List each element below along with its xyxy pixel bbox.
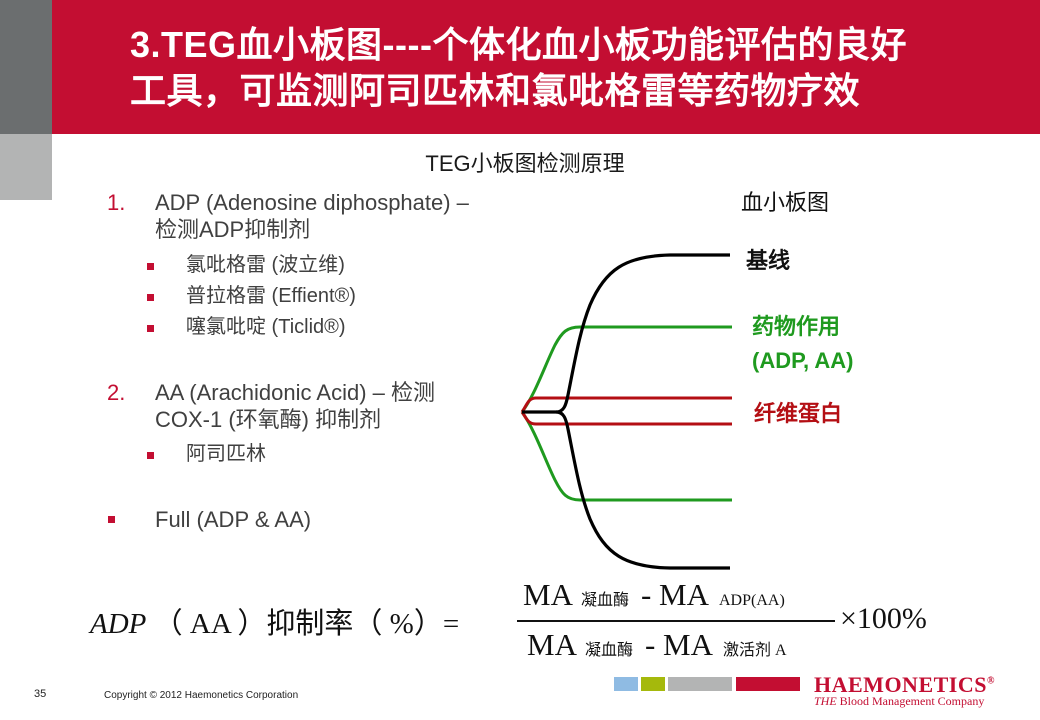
sub-item-prasugrel: 普拉格雷 (Effient®) — [186, 285, 356, 307]
drug-effect-curve — [520, 325, 732, 413]
bullet-square-icon — [147, 452, 154, 459]
bullet-square-icon — [147, 263, 154, 270]
label-drug-effect-line2: (ADP, AA) — [752, 348, 854, 373]
baseline-curve-lower — [555, 410, 730, 570]
bullet-square-icon — [108, 516, 115, 523]
label-fibrin: 纤维蛋白 — [754, 401, 843, 426]
formula-denominator: MA 凝血酶 - MA 激活剂 A — [527, 627, 787, 663]
baseline-curve — [522, 253, 730, 414]
formula-lhs-adp: ADP — [90, 608, 147, 640]
formula-den-sub2: 激活剂 A — [723, 642, 787, 659]
company-logo-name: HAEMONETICS® — [814, 672, 995, 698]
logo-bar-blue — [614, 677, 638, 691]
label-drug-effect-line1: 药物作用 — [752, 314, 841, 339]
logo-bar-gray — [668, 677, 732, 691]
fibrin-curve — [520, 396, 732, 413]
drug-effect-curve-lower — [520, 411, 732, 502]
title-band — [52, 0, 1040, 134]
list-number-1: 1. — [107, 190, 126, 215]
formula-lhs: ADP （ AA ）抑制率（ %）= — [90, 600, 459, 642]
tagline-rest: Blood Management Company — [836, 694, 985, 708]
list-item-2-line2: COX-1 (环氧酶) 抑制剂 — [155, 407, 382, 432]
list-number-2: 2. — [107, 380, 126, 405]
formula-num-sub2: ADP(AA) — [719, 592, 785, 609]
label-baseline: 基线 — [746, 248, 791, 273]
list-item-1-line2: 检测ADP抑制剂 — [155, 217, 311, 242]
bullet-square-icon — [147, 325, 154, 332]
formula-lhs-text: （ AA ）抑制率（ %）= — [153, 608, 460, 640]
list-item-2-line1: AA (Arachidonic Acid) – 检测 — [155, 380, 436, 405]
list-item-1: ADP (Adenosine diphosphate) – 检测ADP抑制剂 — [155, 189, 469, 243]
company-tagline: THE Blood Management Company — [814, 694, 984, 709]
formula-num-ma: MA — [523, 577, 573, 612]
logo-bar-green — [641, 677, 665, 691]
list-item-3: Full (ADP & AA) — [155, 507, 312, 532]
page-number: 35 — [34, 688, 47, 700]
tagline-the: THE — [814, 694, 837, 708]
slide-title-line2: 工具，可监测阿司匹林和氯吡格雷等药物疗效 — [130, 70, 861, 111]
logo-registered-mark: ® — [986, 675, 995, 687]
sub-item-ticlopidine: 噻氯吡啶 (Ticlid®) — [186, 316, 346, 338]
gray-accent-block-top — [0, 0, 52, 134]
formula-den-ma: MA — [527, 627, 577, 662]
slide-title-line1: 3.TEG血小板图----个体化血小板功能评估的良好 — [130, 24, 907, 65]
logo-bar-red — [736, 677, 800, 691]
formula-den-sub1: 凝血酶 — [584, 642, 633, 659]
formula-numerator: MA 凝血酶 - MA ADP(AA) — [523, 577, 785, 613]
sub-item-clopidogrel: 氯吡格雷 (波立维) — [186, 254, 345, 276]
label-drug-effect: 药物作用 (ADP, AA) — [752, 310, 853, 378]
fraction-bar — [517, 620, 835, 622]
slide-title: 3.TEG血小板图----个体化血小板功能评估的良好 工具，可监测阿司匹林和氯吡… — [130, 22, 1010, 114]
formula-num-minus-ma: - MA — [640, 577, 709, 612]
copyright-text: Copyright © 2012 Haemonetics Corporation — [104, 690, 299, 701]
logo-wordmark: HAEMONETICS — [814, 672, 987, 697]
bullet-square-icon — [147, 294, 154, 301]
list-item-2: AA (Arachidonic Acid) – 检测 COX-1 (环氧酶) 抑… — [155, 379, 435, 433]
sub-item-aspirin: 阿司匹林 — [186, 443, 266, 465]
formula-num-sub1: 凝血酶 — [580, 592, 629, 609]
diagram-title: 血小板图 — [741, 190, 830, 215]
gray-accent-block-bottom — [0, 134, 52, 200]
fibrin-curve-lower — [520, 411, 732, 426]
section-subtitle: TEG小板图检测原理 — [425, 151, 625, 176]
list-item-1-line1: ADP (Adenosine diphosphate) – — [155, 190, 469, 215]
formula-den-minus-ma: - MA — [644, 627, 713, 662]
formula-multiplier: ×100% — [840, 602, 927, 635]
